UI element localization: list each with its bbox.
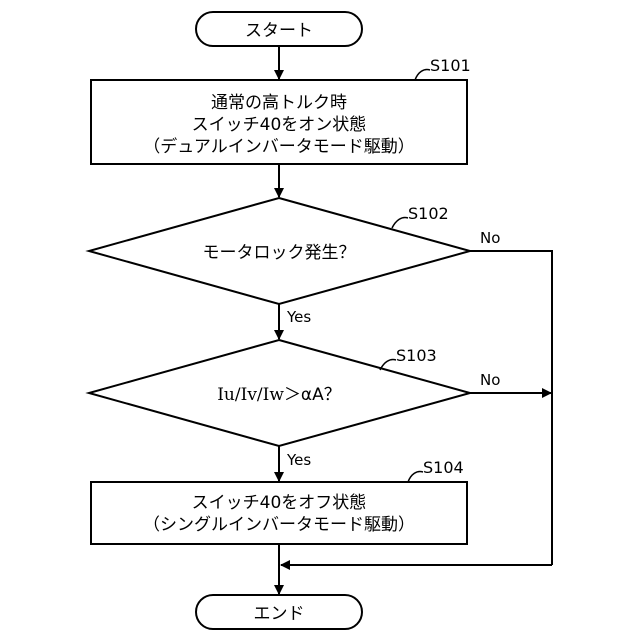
s102-leader: [392, 217, 408, 228]
s102-yes-label: Yes: [286, 308, 311, 326]
end-label: エンド: [254, 604, 305, 624]
s104-step-id: S104: [423, 458, 464, 477]
s103-step-id: S103: [396, 346, 437, 365]
s103-yes-label: Yes: [286, 451, 311, 469]
s101-leader: [415, 69, 430, 80]
s101-line-3: （デュアルインバータモード駆動）: [143, 136, 415, 157]
s103-no-label: No: [480, 371, 500, 389]
s102-question: モータロック発生？: [203, 243, 356, 263]
s103-question-currents: Iu/Iv/Iw: [217, 385, 284, 405]
s101-line-2: スイッチ40をオン状態: [192, 115, 367, 135]
s101-step-id: S101: [430, 56, 471, 75]
s102-step-id: S102: [408, 204, 449, 223]
s103-question: Iu/Iv/Iw＞αA？: [217, 385, 341, 405]
s104-leader: [408, 471, 423, 482]
s104-line-2: （シングルインバータモード駆動）: [143, 515, 415, 535]
s102-no-label: No: [480, 229, 500, 247]
s103-question-threshold: ＞αA？: [284, 385, 341, 405]
start-label: スタート: [245, 21, 313, 41]
s101-line-1: 通常の高トルク時: [211, 93, 347, 113]
s102-no-connector: [470, 251, 552, 565]
s104-line-1: スイッチ40をオフ状態: [192, 493, 367, 513]
